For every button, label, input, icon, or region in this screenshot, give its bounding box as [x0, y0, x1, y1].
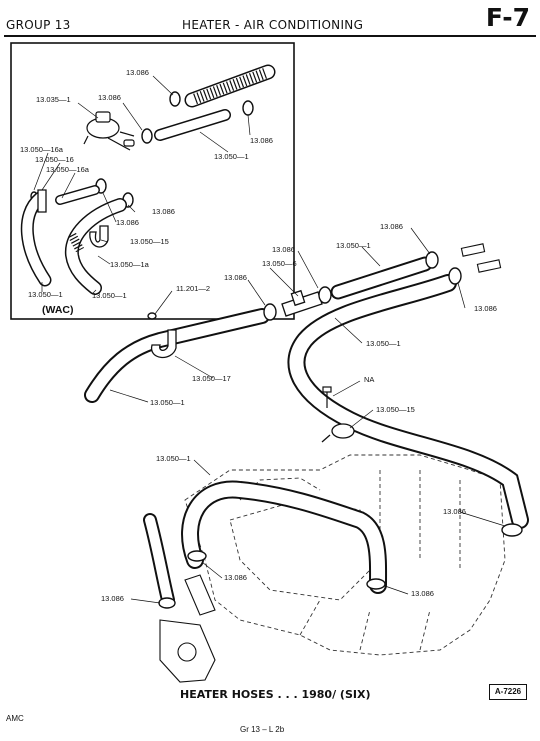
- group-label: GROUP 13: [6, 18, 71, 32]
- return-hose: [287, 274, 529, 529]
- callout: 13.086: [98, 93, 121, 102]
- callout: 13.086: [152, 207, 175, 216]
- callout: 13.086: [116, 218, 139, 227]
- callout: 13.050—17: [192, 374, 231, 383]
- callout: 13.086: [474, 304, 497, 313]
- callout: 13.086: [250, 136, 273, 145]
- main-callouts: 13.086 13.050—1 13.086 13.050—6 13.086 1…: [101, 222, 497, 603]
- callout: 13.086: [380, 222, 403, 231]
- bracket-13050-17: [151, 329, 177, 359]
- callout: 13.050—1: [92, 291, 127, 300]
- figure-caption: HEATER HOSES . . . 1980/ (SIX): [180, 688, 371, 701]
- page-title: HEATER - AIR CONDITIONING: [182, 18, 364, 32]
- heater-pipes: [460, 243, 502, 273]
- callout: 13.086: [443, 507, 466, 516]
- wac-label: (WAC): [42, 304, 74, 316]
- callout: 13.050—6: [262, 259, 297, 268]
- callout: NA: [364, 375, 374, 384]
- callout: 13.050—16a: [46, 165, 90, 174]
- callout: 13.050—16: [35, 155, 74, 164]
- figure-ref-code: A-7226: [489, 684, 527, 700]
- callout: 13.050—1: [156, 454, 191, 463]
- callout: 13.086: [272, 245, 295, 254]
- publisher-label: AMC: [6, 714, 24, 723]
- callout: 13.050—1: [366, 339, 401, 348]
- inset-bracket-13050-15: [37, 189, 109, 248]
- callout: 13.050—1a: [110, 260, 150, 269]
- callout: 13.086: [126, 68, 149, 77]
- upper-hose-right: [330, 256, 433, 300]
- inset-hose-13050-1: [154, 109, 231, 141]
- main-hose-clamps: [147, 251, 523, 609]
- leader-lines: [33, 75, 506, 604]
- lower-hose: [181, 480, 388, 594]
- callout: 13.050—16a: [20, 145, 64, 154]
- callout: 13.086: [411, 589, 434, 598]
- pump-hose: [143, 513, 175, 607]
- page-code: F-7: [485, 3, 530, 32]
- callout: 11.201—2: [176, 284, 210, 293]
- water-valve: [83, 111, 135, 151]
- callout: 13.086: [224, 273, 247, 282]
- callout: 13.086: [224, 573, 247, 582]
- callout: 13.050—1: [150, 398, 185, 407]
- header-rule: [4, 35, 536, 37]
- inset-hose-clamps: [30, 91, 254, 208]
- heater-core-pipe: [184, 64, 276, 108]
- callout: 13.086: [101, 594, 124, 603]
- callout: 13.050—15: [130, 237, 169, 246]
- page-footer: Gr 13 – L 2b: [240, 725, 285, 734]
- tee-fitting: [281, 289, 323, 317]
- water-pump: [159, 574, 216, 683]
- callout: 13.035—1: [36, 95, 71, 104]
- callout: 13.050—1: [336, 241, 371, 250]
- bolt-na: [322, 386, 332, 408]
- bracket-13050-15: [321, 423, 355, 443]
- inset-hose-13050-1a: [20, 185, 127, 295]
- callout: 13.050—15: [376, 405, 415, 414]
- inset-callouts: 13.086 13.035—1 13.086 13.086 13.050—1 1…: [20, 68, 273, 316]
- main-hose-left: [84, 308, 270, 403]
- callout: 13.050—1: [214, 152, 249, 161]
- callout: 13.050—1: [28, 290, 63, 299]
